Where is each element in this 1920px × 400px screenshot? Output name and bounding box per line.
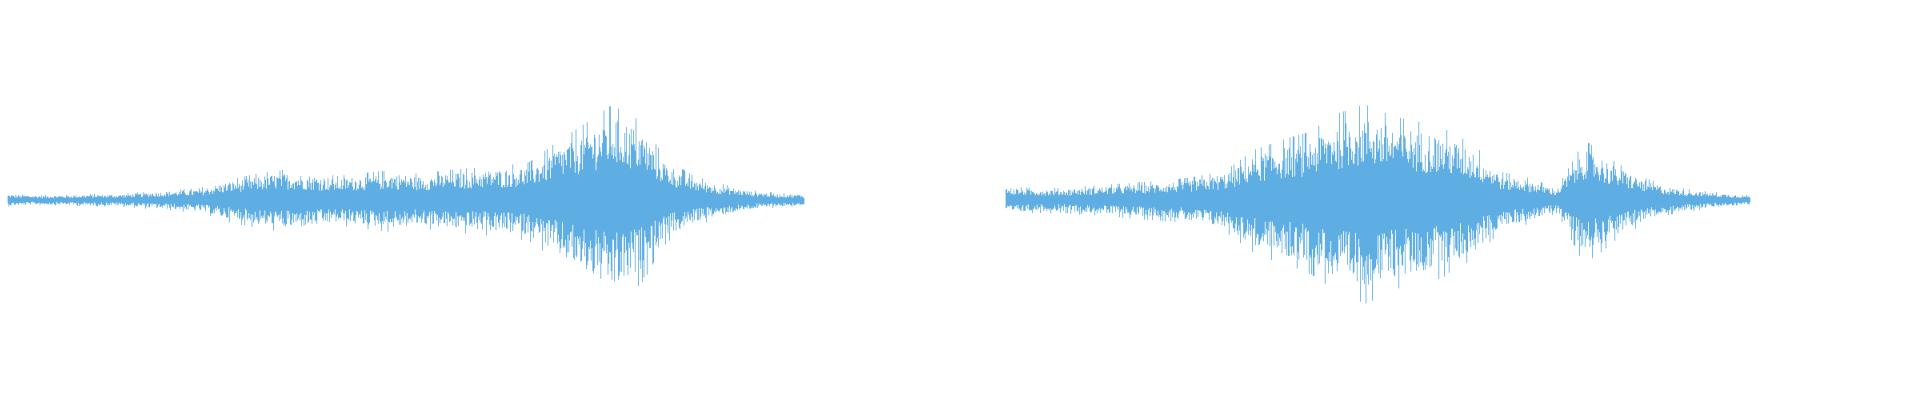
audio-clip-1[interactable] <box>7 106 805 287</box>
waveform-trace <box>7 106 805 287</box>
waveform-trace <box>1005 105 1751 304</box>
audio-clip-2[interactable] <box>1005 105 1751 304</box>
